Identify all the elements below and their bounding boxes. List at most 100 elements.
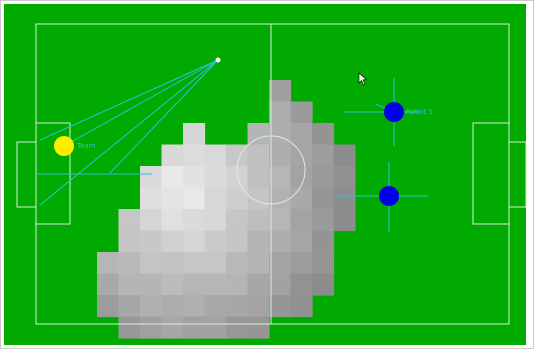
heatmap-cell <box>205 295 227 317</box>
heatmap-cell <box>119 231 141 253</box>
heatmap-cell <box>291 123 313 145</box>
heatmap-cell <box>183 231 205 253</box>
heatmap-cell <box>97 274 119 296</box>
right-penalty-area <box>473 123 509 224</box>
heatmap-cell <box>334 209 356 231</box>
heatmap-cell <box>248 145 270 167</box>
heatmap-cell <box>248 123 270 145</box>
heatmap-cell <box>248 274 270 296</box>
heatmap-cell <box>269 123 291 145</box>
heatmap-cell <box>183 274 205 296</box>
opponent-player[interactable]: Team <box>54 136 96 156</box>
heatmap-cell <box>312 145 334 167</box>
heatmap-cell <box>97 295 119 317</box>
robot-1-label: Robot 1 <box>406 108 433 116</box>
robot-1[interactable]: Robot 1 <box>343 78 433 146</box>
heatmap-cell <box>140 188 162 210</box>
heatmap-cell <box>248 252 270 274</box>
heatmap-cell <box>269 145 291 167</box>
heatmap-cell <box>291 102 313 124</box>
heatmap-cell <box>162 317 184 339</box>
heatmap-cell <box>162 274 184 296</box>
ball[interactable] <box>216 58 221 63</box>
heatmap-cell <box>183 295 205 317</box>
heatmap-cell <box>183 317 205 339</box>
heatmap-cell <box>162 231 184 253</box>
heatmap-cell <box>312 231 334 253</box>
heatmap-cell <box>205 231 227 253</box>
heatmap-cell <box>312 252 334 274</box>
heatmap-cell <box>291 295 313 317</box>
heatmap-cell <box>248 209 270 231</box>
heatmap-cell <box>312 188 334 210</box>
heatmap-cell <box>226 209 248 231</box>
heatmap-cell <box>269 231 291 253</box>
robot-body <box>384 102 404 122</box>
heatmap-cell <box>162 295 184 317</box>
heatmap-cell <box>205 209 227 231</box>
heatmap-cell <box>183 209 205 231</box>
heatmap-cell <box>205 252 227 274</box>
heatmap-cell <box>248 317 270 339</box>
heatmap-cell <box>226 317 248 339</box>
heatmap-cell <box>205 317 227 339</box>
heatmap-cell <box>291 231 313 253</box>
heatmap-cell <box>140 252 162 274</box>
opponent-label: Team <box>76 142 96 150</box>
heatmap-cell <box>140 231 162 253</box>
heatmap-cell <box>205 188 227 210</box>
heatmap-cell <box>183 166 205 188</box>
heatmap-cell <box>312 209 334 231</box>
right-goal <box>509 142 526 207</box>
heatmap-cell <box>183 188 205 210</box>
heatmap-cell <box>226 252 248 274</box>
left-goal <box>17 142 36 207</box>
heatmap-cell <box>140 166 162 188</box>
heatmap-cell <box>312 166 334 188</box>
heatmap-cell <box>226 188 248 210</box>
heatmap-cell <box>334 145 356 167</box>
heatmap-cell <box>183 123 205 145</box>
heatmap-cell <box>183 252 205 274</box>
heatmap-cell <box>226 231 248 253</box>
heatmap-cell <box>119 274 141 296</box>
heatmap-cell <box>334 188 356 210</box>
heatmap-cell <box>162 166 184 188</box>
heatmap-cell <box>140 295 162 317</box>
heatmap-cell <box>162 252 184 274</box>
heatmap-cell <box>269 166 291 188</box>
heatmap-cell <box>119 209 141 231</box>
heatmap-cell <box>312 123 334 145</box>
heatmap-cell <box>162 209 184 231</box>
heatmap-cell <box>248 188 270 210</box>
heatmap-cell <box>205 145 227 167</box>
heatmap-cell <box>269 209 291 231</box>
heatmap-cell <box>291 209 313 231</box>
mouse-pointer-icon <box>359 73 367 85</box>
heatmap-cell <box>140 317 162 339</box>
heatmap-cell <box>119 295 141 317</box>
heatmap-cell <box>334 166 356 188</box>
heatmap-cell <box>183 145 205 167</box>
heatmap-cell <box>269 188 291 210</box>
heatmap-cell <box>248 231 270 253</box>
heatmap-cell <box>269 80 291 102</box>
heatmap-cell <box>269 102 291 124</box>
heatmap-cell <box>269 274 291 296</box>
heatmap-cell <box>205 166 227 188</box>
heatmap-cell <box>291 252 313 274</box>
probability-heatmap <box>97 80 356 339</box>
heatmap-cell <box>269 252 291 274</box>
heatmap-cell <box>312 274 334 296</box>
heatmap-cell <box>269 295 291 317</box>
heatmap-cell <box>162 145 184 167</box>
heatmap-cell <box>162 188 184 210</box>
heatmap-cell <box>248 166 270 188</box>
heatmap-cell <box>119 252 141 274</box>
robot-body <box>379 186 399 206</box>
heatmap-cell <box>205 274 227 296</box>
heatmap-cell <box>140 274 162 296</box>
heatmap-cell <box>248 295 270 317</box>
heatmap-cell <box>291 188 313 210</box>
